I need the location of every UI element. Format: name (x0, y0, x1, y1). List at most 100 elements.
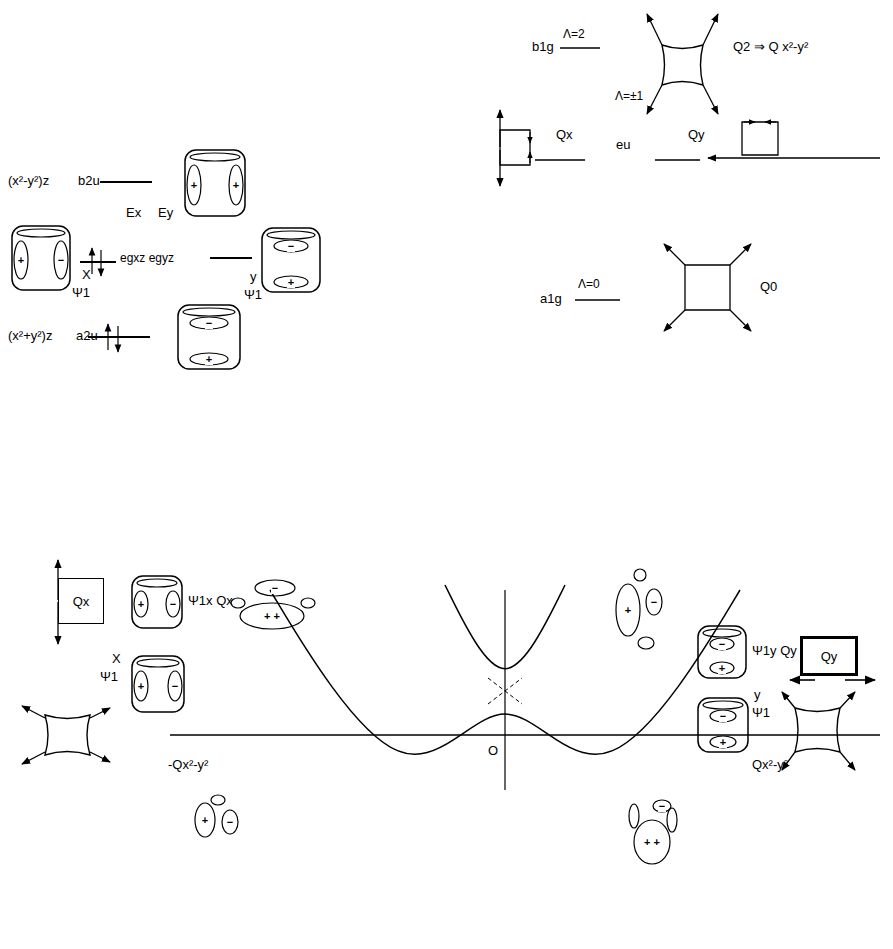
distortion-square (45, 715, 90, 755)
orbital-lobe (710, 638, 734, 650)
distortion-square (500, 130, 530, 165)
symbol-label: y (250, 270, 257, 284)
symbol-label: eu (616, 138, 630, 152)
displacement-arrow (90, 708, 110, 718)
level-line (535, 159, 585, 161)
distortion-square (662, 45, 703, 85)
orbital-lobe (616, 584, 640, 636)
orbital-lobe (134, 671, 148, 701)
orbital-cylinder (12, 226, 70, 290)
orbital-lobe (240, 603, 304, 629)
symbol-label: Qy (688, 128, 705, 142)
displacement-arrow (703, 14, 718, 45)
phase-sign: + (287, 277, 295, 288)
orbital-cylinder (132, 576, 182, 628)
displacement-arrow (499, 150, 500, 186)
orbital-lobe (222, 810, 238, 834)
orbital-cylinder (132, 656, 184, 712)
symbol-label: Ψ1 (244, 288, 262, 302)
orbital-lobe (166, 591, 180, 617)
orbital-lobe (255, 580, 295, 596)
cylinder-rim (137, 659, 179, 667)
displacement-arrow (647, 14, 662, 45)
distortion-square (685, 265, 730, 310)
distortion-square (742, 122, 778, 155)
level-line (170, 734, 880, 736)
level-line (560, 47, 600, 49)
cylinder-rim (703, 629, 741, 637)
displacement-arrow (530, 152, 531, 163)
displacement-arrow (744, 122, 755, 123)
orbital-lobe (190, 317, 228, 329)
phase-sign: − (205, 318, 213, 329)
phase-sign: − (226, 817, 234, 828)
orbital-lobe (168, 671, 182, 701)
displacement-arrow (100, 250, 101, 276)
orbital-lobe (629, 804, 639, 828)
level-line (575, 299, 620, 301)
displacement-arrow (91, 248, 92, 274)
orbital-lobe (634, 569, 646, 581)
orbital-lobe (638, 637, 654, 649)
cylinder-rim (17, 229, 65, 237)
orbital-cylinder (262, 228, 320, 292)
level-line (100, 181, 152, 183)
orbital-cylinder (185, 150, 245, 216)
phase-sign: + (201, 815, 209, 826)
orbital-lobe (646, 589, 662, 615)
cylinder-rim (703, 701, 743, 709)
cylinder-rim (183, 308, 235, 316)
displacement-arrow (708, 157, 760, 158)
symbol-label: O (488, 744, 498, 758)
displacement-arrow (90, 752, 110, 762)
orbital-lobe (653, 800, 671, 812)
displacement-arrow (117, 326, 118, 352)
orbital-cylinder (178, 305, 240, 369)
displacement-arrow (530, 132, 531, 143)
level-line (488, 678, 522, 704)
phase-sign: + (137, 681, 145, 692)
orbital-lobe (634, 820, 670, 864)
symbol-label: a1g (540, 292, 562, 306)
displacement-arrow (840, 752, 855, 770)
displacement-arrow (782, 692, 795, 708)
orbital-lobe (231, 598, 245, 608)
symbol-label: b2u (78, 174, 100, 188)
symbol-label: Ψ1 (752, 706, 770, 720)
orbital-lobe (667, 808, 677, 832)
phase-sign: + + (643, 837, 661, 848)
cylinder-rim (190, 153, 240, 161)
phase-sign: + (719, 737, 727, 748)
symbol-label: b1g (532, 40, 554, 54)
orbital-cylinder (698, 626, 746, 678)
phase-sign: − (287, 241, 295, 252)
symbol-label: (x²+y²)z (8, 329, 52, 343)
level-line (655, 159, 700, 161)
orbital-lobe (710, 662, 734, 674)
orbital-lobe (274, 240, 308, 252)
phase-sign: − (57, 255, 65, 266)
phase-sign: + (624, 605, 632, 616)
symbol-label: Ey (158, 206, 173, 220)
symbol-label: Λ=2 (563, 28, 585, 41)
symbol-label: Qx²-y² (752, 758, 788, 772)
symbol-label: Λ=0 (578, 278, 600, 291)
symbol-label: Ψ1 (72, 286, 90, 300)
orbital-lobe (134, 591, 148, 617)
displacement-arrow (499, 110, 500, 147)
symbol-label: Ψ1 (100, 670, 118, 684)
symbol-label: Ex (126, 206, 141, 220)
symbol-label: (x²-y²)z (8, 174, 49, 188)
orbital-cylinder (698, 698, 748, 752)
orbital-lobe (211, 795, 225, 805)
distortion-square (795, 708, 840, 752)
orbital-lobe (710, 736, 736, 748)
displacement-arrow (730, 244, 751, 265)
node-label: Qx (73, 594, 90, 609)
distortion-box: Qy (800, 636, 858, 676)
displacement-arrow (703, 85, 718, 114)
symbol-label: y (754, 688, 761, 702)
distortion-box: Qx (58, 578, 104, 624)
symbol-label: a2u (76, 329, 98, 343)
